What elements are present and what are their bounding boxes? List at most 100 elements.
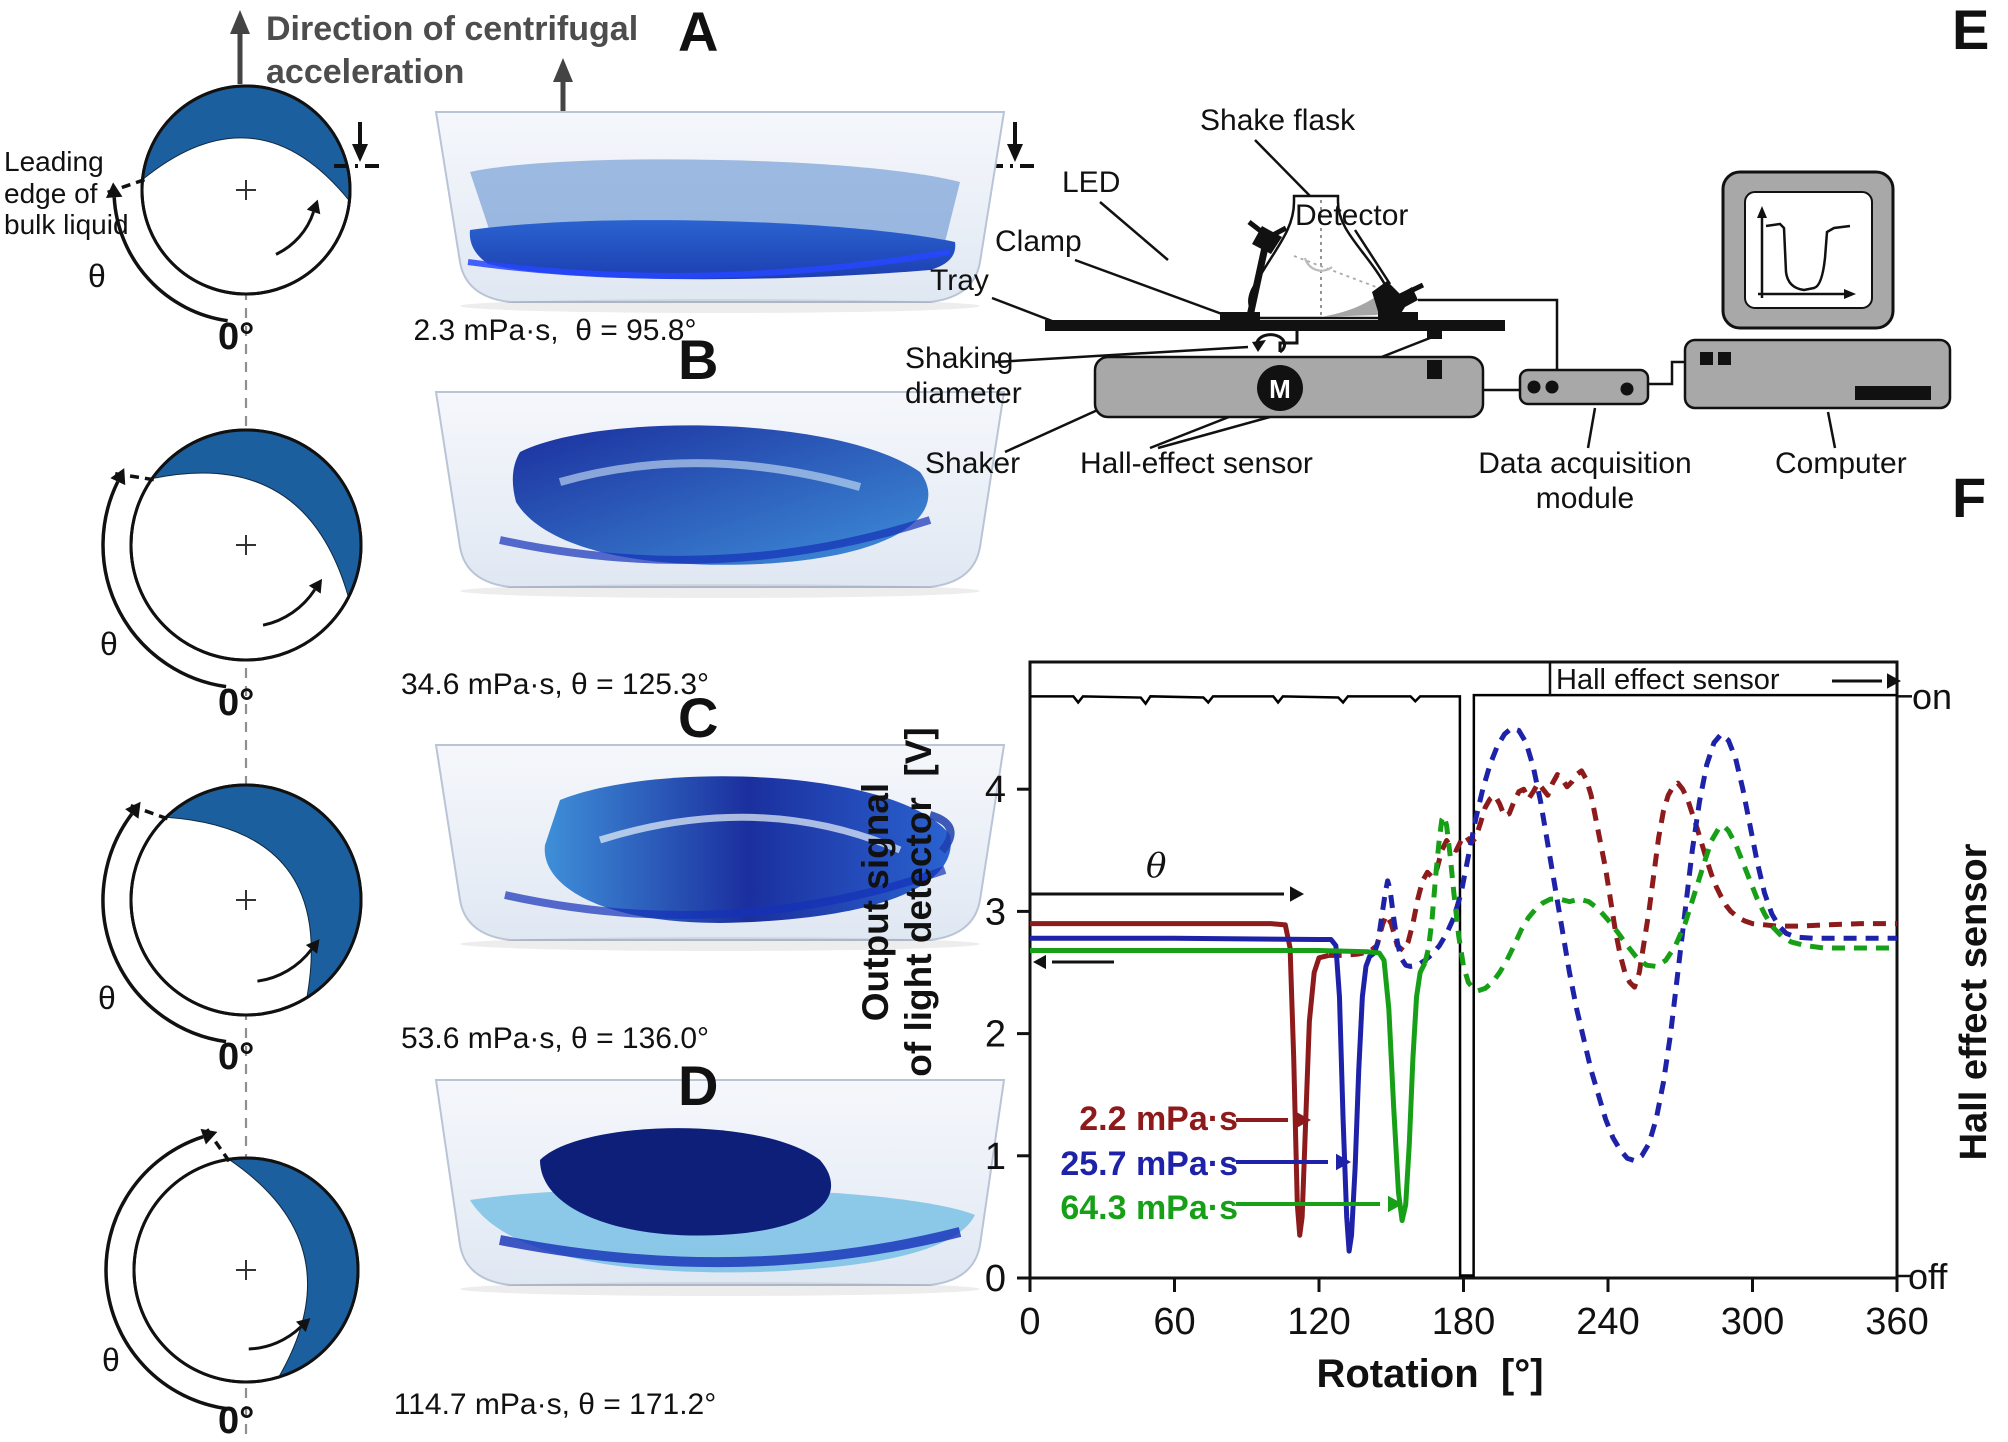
chart-x-axis-label: Rotation [°] xyxy=(1316,1352,1544,1396)
zero-degree-b: 0° xyxy=(218,682,255,724)
ylabel-line1: Output signal xyxy=(855,782,896,1022)
x-tick-label: 60 xyxy=(1153,1301,1195,1343)
caption-a: 2.3 mPa·s, θ = 95.8° xyxy=(413,314,697,347)
centrifugal-direction-line1: Direction of centrifugal xyxy=(266,10,639,48)
detector-assembly xyxy=(1372,281,1425,322)
leading-edge-label: Leading edge of bulk liquid xyxy=(4,146,129,241)
rotation-panels-canvas xyxy=(101,10,1041,1440)
flask-photo-b xyxy=(434,391,1006,598)
motor-letter: M xyxy=(1269,374,1291,404)
panel-letter-e: E xyxy=(1952,0,1990,61)
monitor-mini-chart xyxy=(1757,206,1856,299)
label-daq-line2: module xyxy=(1535,481,1635,515)
centrifugal-direction-arrow xyxy=(230,10,250,84)
vessel-shadow xyxy=(460,584,980,598)
zero-degree-c: 0° xyxy=(218,1036,255,1078)
led-assembly xyxy=(1220,220,1288,322)
hall-sensor-square-top xyxy=(1427,327,1442,339)
hall-sensor-trace xyxy=(1030,693,1897,1277)
series-25.7 mPa·s xyxy=(1030,725,1897,1254)
panel-letter-b: B xyxy=(678,328,719,391)
hall-sensor-square-bottom xyxy=(1427,360,1442,379)
label-shaking-line2: diameter xyxy=(905,376,1022,410)
zero-degree-a: 0° xyxy=(218,316,255,358)
y-tick-label: 1 xyxy=(985,1136,1006,1178)
legend-2.2mpas: 2.2 mPa·s xyxy=(1079,1100,1238,1138)
liquid-dark-lump xyxy=(540,1128,832,1236)
label-daq: Data acquisition module xyxy=(1440,447,1730,516)
label-detector: Detector xyxy=(1295,199,1409,232)
liquid-swirl-highlight xyxy=(598,813,902,854)
x-tick-label: 180 xyxy=(1432,1301,1495,1343)
daq-port-2 xyxy=(1545,380,1559,394)
label-daq-line1: Data acquisition xyxy=(1478,447,1692,480)
caption-b: 34.6 mPa·s, θ = 125.3° xyxy=(400,668,709,701)
label-tray: Tray xyxy=(930,264,989,297)
panel-letter-a: A xyxy=(678,0,719,63)
rotation-diagram-c xyxy=(101,783,363,1044)
rotation-diagram-a xyxy=(105,84,352,323)
vessel-shadow xyxy=(460,1282,980,1296)
chart-right-axis-label: Hall effect sensor xyxy=(1953,843,1995,1161)
chart-theta-symbol: θ xyxy=(1146,846,1167,886)
y-tick-label: 2 xyxy=(985,1014,1006,1056)
centrifugal-direction-line2: acceleration xyxy=(266,52,465,91)
theta-symbol-a: θ xyxy=(88,258,106,294)
panel-letter-c: C xyxy=(678,686,719,749)
legend-25.7mpas: 25.7 mPa·s xyxy=(1060,1145,1238,1183)
daq-module xyxy=(1518,368,1650,406)
theta-symbol-b: θ xyxy=(100,626,118,662)
liquid-mass xyxy=(544,776,951,923)
photo-a-level-mark-left xyxy=(334,122,386,168)
flask-angle-arc xyxy=(1303,257,1333,272)
panel-letter-f: F xyxy=(1952,466,1987,529)
liquid-rim-curve xyxy=(499,516,932,564)
y-tick-label: 0 xyxy=(985,1258,1006,1300)
daq-port-3 xyxy=(1620,382,1634,396)
photo-a-level-mark-right xyxy=(989,122,1041,168)
label-hall-effect-sensor: Hall-effect sensor xyxy=(1080,447,1313,480)
caption-d: 114.7 mPa·s, θ = 171.2° xyxy=(393,1388,717,1421)
hall-box-label: Hall effect sensor xyxy=(1556,664,1780,696)
leading-edge-line2: edge of xyxy=(4,177,98,209)
setup-schematic-canvas: M xyxy=(991,139,1952,454)
series-2.2 mPa·s xyxy=(1030,768,1897,1238)
liquid-swirl-highlight xyxy=(558,459,862,491)
x-tick-label: 0 xyxy=(1019,1301,1040,1343)
on-label: on xyxy=(1912,676,1953,717)
x-tick-label: 240 xyxy=(1576,1301,1639,1343)
leading-edge-line3: bulk liquid xyxy=(4,209,129,241)
liquid-mass xyxy=(512,425,929,565)
legend-64.3mpas: 64.3 mPa·s xyxy=(1060,1189,1238,1227)
flask-photo-a xyxy=(334,58,1041,313)
chart-y-axis-label: Output signal of light detector [V] xyxy=(855,582,939,1222)
flask-liquid-wedge xyxy=(1320,288,1387,317)
theta-symbol-d: θ xyxy=(102,1342,120,1378)
label-shaker: Shaker xyxy=(925,447,1021,480)
chart-frame xyxy=(1028,660,1899,1280)
off-label: off xyxy=(1908,1256,1948,1297)
x-tick-label: 300 xyxy=(1721,1301,1784,1343)
clamp-foot xyxy=(1220,312,1260,322)
y-tick-label: 3 xyxy=(985,891,1006,933)
y-tick-label: 4 xyxy=(985,769,1006,811)
label-shake-flask: Shake flask xyxy=(1200,104,1356,137)
rotation-diagram-b xyxy=(101,428,363,689)
caption-c: 53.6 mPa·s, θ = 136.0° xyxy=(400,1022,709,1055)
leading-edge-line1: Leading xyxy=(4,146,104,177)
vessel-shadow xyxy=(460,299,980,313)
label-clamp: Clamp xyxy=(995,225,1082,258)
flask-photo-c xyxy=(434,744,1006,951)
panel-letter-d: D xyxy=(678,1054,719,1117)
series-64.3 mPa·s xyxy=(1030,813,1897,1224)
zero-degree-d: 0° xyxy=(218,1400,255,1442)
liquid-rim-curve xyxy=(499,1227,962,1268)
flask-photo-d xyxy=(434,1079,1006,1296)
centrifugal-direction-label: Direction of centrifugal acceleration xyxy=(266,8,638,93)
motor-circle xyxy=(1257,365,1303,411)
theta-symbol-c: θ xyxy=(98,980,116,1016)
label-computer: Computer xyxy=(1775,447,1907,480)
